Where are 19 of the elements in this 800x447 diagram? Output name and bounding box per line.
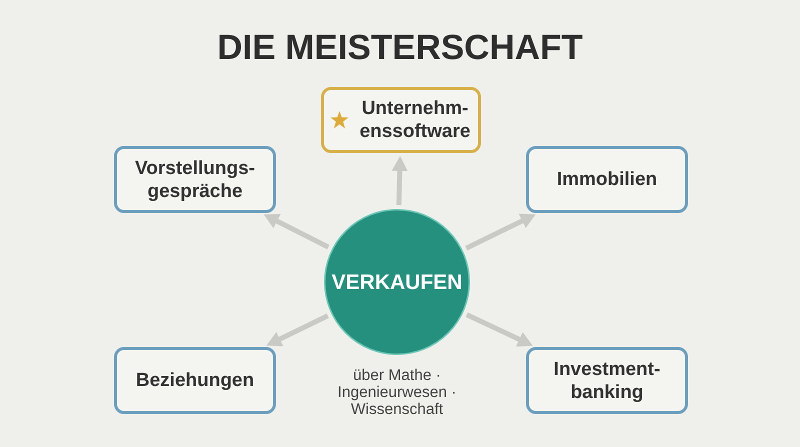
topic-card — [321, 87, 481, 153]
topic-label: Investment- banking — [552, 358, 662, 404]
caption-text: über Mathe · Ingenieurwesen · Wissenschaft — [336, 367, 458, 418]
diagram-title: DIE MEISTERSCHAFT — [216, 27, 584, 69]
topic-label: Unternehm- enssoftware — [358, 97, 472, 143]
topic-card — [526, 347, 688, 414]
topic-card — [114, 347, 276, 414]
topic-circle — [324, 209, 470, 355]
topic-card — [114, 146, 276, 213]
center-label: VERKAUFEN — [332, 270, 462, 294]
arrow — [262, 212, 330, 250]
arrow — [466, 312, 534, 348]
topic-label: Immobilien — [556, 168, 658, 191]
arrow — [465, 212, 537, 250]
arrow — [265, 314, 329, 348]
topic-card — [526, 146, 688, 213]
topic-label: Beziehungen — [136, 369, 254, 392]
topic-label: Vorstellungs- gespräche — [134, 156, 256, 202]
arrow — [392, 156, 408, 206]
